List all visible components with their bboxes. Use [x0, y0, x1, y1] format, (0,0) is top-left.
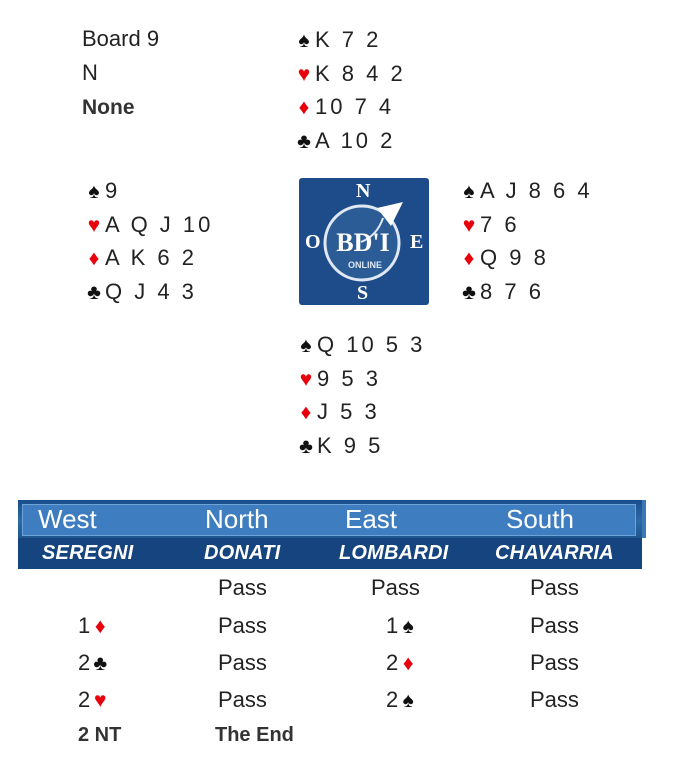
compass-logo: N S O E BD'I ONLINE: [299, 178, 429, 305]
north-hearts: K 8 4 2: [315, 60, 406, 86]
compass-west-label: O: [305, 231, 321, 253]
player-east: LOMBARDI: [339, 542, 449, 564]
board-number: Board 9: [82, 26, 160, 51]
seat-east: East: [345, 504, 398, 534]
bid-west: 2♥: [78, 687, 110, 713]
club-icon: ♣: [93, 652, 108, 675]
seat-header-bar: [18, 500, 646, 538]
bid-south: Pass: [530, 650, 579, 675]
north-diamonds: 10 7 4: [315, 94, 395, 119]
diamond-icon: ♦: [463, 247, 475, 270]
spade-icon: ♠: [300, 334, 312, 357]
bid-south: Pass: [530, 575, 579, 600]
spade-icon: ♠: [402, 689, 414, 712]
bdi-logo-icon: BD'I ONLINE: [323, 202, 403, 282]
bid-south: Pass: [530, 687, 579, 712]
diamond-icon: ♦: [94, 615, 106, 638]
final-contract: 2 NT: [78, 724, 122, 746]
seat-south: South: [506, 504, 574, 534]
diamond-icon: ♦: [298, 96, 310, 119]
bid-north: Pass: [218, 650, 267, 675]
auction-end-label: The End: [215, 724, 294, 746]
club-icon: ♣: [297, 129, 311, 153]
bid-east: 2♠: [386, 687, 418, 713]
west-diamonds: A K 6 2: [105, 245, 197, 270]
seat-north: North: [205, 504, 269, 534]
bid-north: Pass: [218, 613, 267, 638]
player-names-bar: [18, 538, 642, 569]
heart-icon: ♥: [299, 367, 313, 391]
compass-east-label: E: [410, 231, 424, 253]
seat-west: West: [38, 504, 97, 534]
south-diamonds: J 5 3: [317, 399, 380, 424]
heart-icon: ♥: [94, 689, 107, 712]
club-icon: ♣: [87, 280, 101, 304]
south-clubs: K 9 5: [317, 432, 384, 458]
south-hand: ♠Q 10 5 3 ♥9 5 3 ♦J 5 3 ♣K 9 5: [295, 328, 425, 462]
spade-icon: ♠: [298, 29, 310, 52]
auction-header: West North East South SEREGNI DONATI LOM…: [18, 500, 646, 569]
heart-icon: ♥: [462, 213, 476, 237]
bid-east: 2♦: [386, 650, 418, 676]
spade-icon: ♠: [88, 180, 100, 203]
logo-text: BD'I: [336, 228, 389, 257]
bid-south: Pass: [530, 613, 579, 638]
heart-icon: ♥: [87, 213, 101, 237]
bid-west: 2♣: [78, 650, 110, 676]
east-spades: A J 8 6 4: [480, 178, 593, 203]
heart-icon: ♥: [297, 62, 311, 86]
diamond-icon: ♦: [88, 247, 100, 270]
north-spades: K 7 2: [315, 27, 382, 52]
diamond-icon: ♦: [402, 652, 414, 675]
bid-west: 1♦: [78, 613, 110, 639]
east-hearts: 7 6: [480, 211, 520, 237]
spade-icon: ♠: [402, 615, 414, 638]
player-west: SEREGNI: [42, 542, 134, 564]
compass-north-label: N: [356, 180, 371, 202]
compass-south-label: S: [357, 282, 369, 304]
bid-north: Pass: [218, 575, 267, 600]
diamond-icon: ♦: [300, 401, 312, 424]
club-icon: ♣: [462, 280, 476, 304]
west-hearts: A Q J 10: [105, 211, 214, 237]
logo-subtext: ONLINE: [348, 260, 382, 270]
west-clubs: Q J 4 3: [105, 278, 197, 304]
east-hand: ♠A J 8 6 4 ♥7 6 ♦Q 9 8 ♣8 7 6: [458, 174, 593, 308]
south-hearts: 9 5 3: [317, 365, 381, 391]
east-clubs: 8 7 6: [480, 278, 544, 304]
spade-icon: ♠: [463, 180, 475, 203]
club-icon: ♣: [299, 434, 313, 458]
bid-east: Pass: [371, 575, 420, 600]
dealer: N: [82, 60, 98, 85]
bid-north: Pass: [218, 687, 267, 712]
south-spades: Q 10 5 3: [317, 332, 426, 357]
north-clubs: A 10 2: [315, 127, 396, 153]
west-hand: ♠9 ♥A Q J 10 ♦A K 6 2 ♣Q J 4 3: [83, 174, 213, 308]
bid-east: 1♠: [386, 613, 418, 639]
west-spades: 9: [105, 178, 121, 203]
vulnerability: None: [82, 96, 135, 119]
player-north: DONATI: [204, 542, 281, 564]
east-diamonds: Q 9 8: [480, 245, 549, 270]
north-hand: ♠K 7 2 ♥K 8 4 2 ♦10 7 4 ♣A 10 2: [293, 23, 406, 157]
player-south: CHAVARRIA: [495, 542, 614, 564]
